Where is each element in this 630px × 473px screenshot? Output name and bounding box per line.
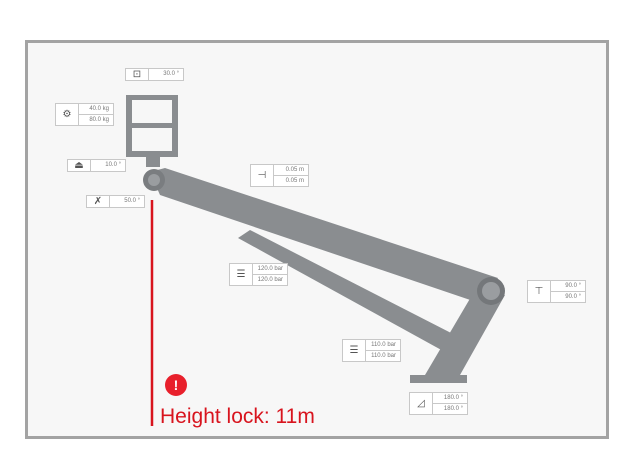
elbow-angle-label: ⊤90.0 °90.0 ° <box>527 280 586 303</box>
extension-icon: ⊣ <box>251 165 274 186</box>
value: 90.0 ° <box>551 291 585 302</box>
basket-tilt-label: ⊡ 30.0 ° <box>125 68 184 81</box>
value: 30.0 ° <box>163 71 179 77</box>
basket-tilt-icon: ⊡ <box>126 69 149 80</box>
elbow-angle-icon: ⊤ <box>528 281 551 302</box>
value: 110.0 bar <box>371 342 396 348</box>
value: 180.0 ° <box>433 403 467 414</box>
value: 120.0 bar <box>253 274 287 285</box>
load-icon: ⚙ <box>56 104 79 125</box>
value: 50.0 ° <box>124 198 140 204</box>
rotation-icon: ⏏ <box>68 160 91 171</box>
jib-angle-icon: ✗ <box>87 196 110 207</box>
upper-boom <box>150 168 498 305</box>
base <box>410 375 467 383</box>
value: 80.0 kg <box>79 114 113 125</box>
lift-cylinder <box>238 230 455 352</box>
pressure-icon: ☰ <box>230 264 253 285</box>
pressure-icon: ☰ <box>343 340 366 361</box>
value: 180.0 ° <box>443 395 463 401</box>
alert-icon[interactable]: ! <box>165 374 187 396</box>
basket-rotation-label: ⏏ 10.0 ° <box>67 159 126 172</box>
lower-arm <box>425 285 505 375</box>
value: 90.0 ° <box>565 283 581 289</box>
jib-angle-label: ✗ 50.0 ° <box>86 195 145 208</box>
height-lock-text: Height lock: 11m <box>160 405 315 428</box>
basket-load-label: ⚙ 40.0 kg 80.0 kg <box>55 103 114 126</box>
value: 0.05 m <box>285 167 304 173</box>
slew-icon: ◿ <box>410 393 433 414</box>
slew-label: ◿180.0 °180.0 ° <box>409 392 468 415</box>
value: 0.05 m <box>274 175 308 186</box>
value: 10.0 ° <box>105 162 121 168</box>
value: 40.0 kg <box>89 106 109 112</box>
value: 120.0 bar <box>257 266 283 272</box>
value: 110.0 bar <box>366 350 400 361</box>
